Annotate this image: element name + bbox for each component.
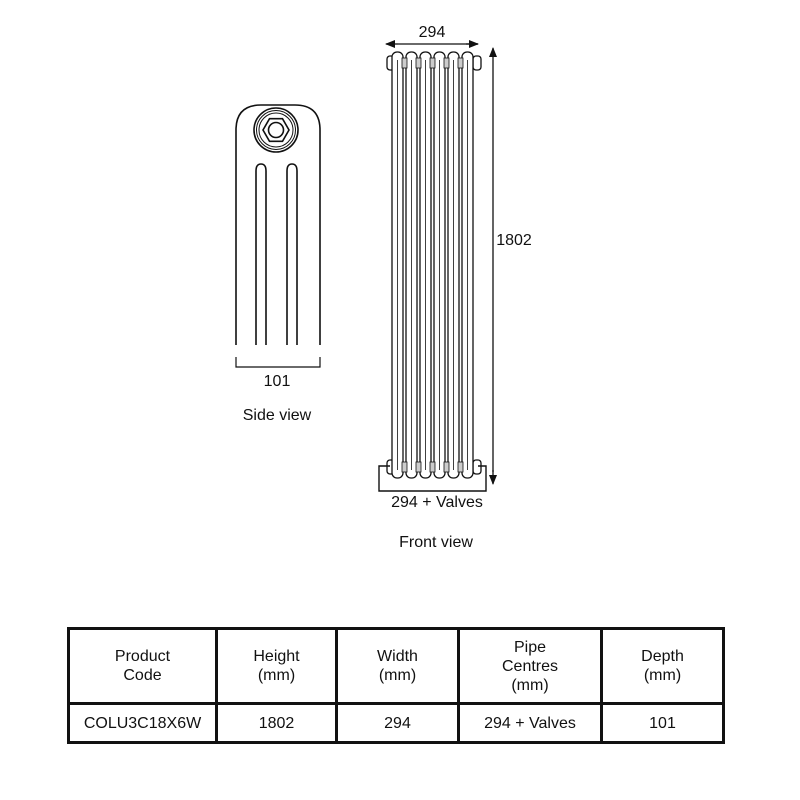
- depth-dimension-label: 101: [263, 373, 291, 390]
- side-view-caption: Side view: [242, 407, 312, 424]
- radiator-columns: [391, 51, 474, 479]
- side-view-drawing: [235, 104, 321, 368]
- cell-height: 1802: [215, 702, 338, 744]
- pipe-centres-dimension-label: 294 + Valves: [391, 494, 483, 511]
- header-height: Height (mm): [215, 627, 338, 705]
- cell-depth: 101: [600, 702, 725, 744]
- front-view-caption: Front view: [399, 534, 473, 551]
- table-header-row: Product Code Height (mm) Width (mm) Pipe…: [67, 627, 725, 705]
- cell-product-code: COLU3C18X6W: [67, 702, 218, 744]
- table-row: COLU3C18X6W 1802 294 294 + Valves 101: [67, 702, 725, 744]
- header-depth: Depth (mm): [600, 627, 725, 705]
- height-dimension-label: 1802: [496, 232, 532, 249]
- cell-pipe-centres: 294 + Valves: [457, 702, 603, 744]
- valve-fitting-icon: [253, 107, 299, 153]
- cell-width: 294: [335, 702, 460, 744]
- front-view-drawing: [378, 40, 497, 492]
- header-product-code: Product Code: [67, 627, 218, 705]
- header-width: Width (mm): [335, 627, 460, 705]
- spec-table: Product Code Height (mm) Width (mm) Pipe…: [67, 627, 725, 744]
- width-dimension-label: 294: [418, 24, 446, 41]
- header-pipe-centres: Pipe Centres (mm): [457, 627, 603, 705]
